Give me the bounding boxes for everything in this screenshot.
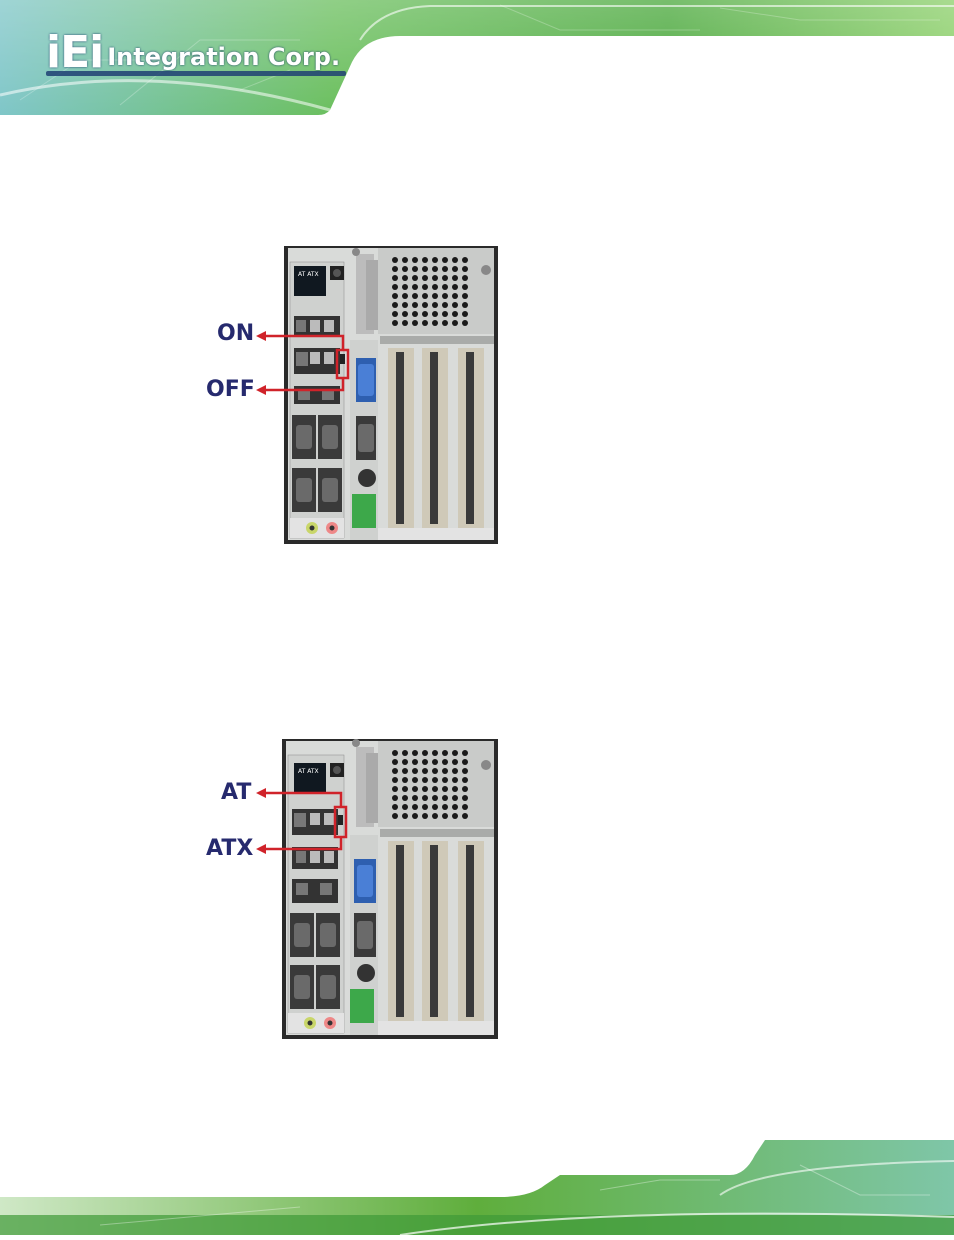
label-at: AT bbox=[221, 781, 251, 805]
footer-banner bbox=[0, 1135, 954, 1235]
chassis-rear-panel-image: AT ATX bbox=[0, 735, 954, 1055]
page-footer bbox=[0, 1135, 954, 1235]
figure-at-atx-mode: AT ATX bbox=[0, 735, 954, 1055]
figure-switch-on-off: AT ATX bbox=[0, 240, 954, 560]
label-atx: ATX bbox=[206, 837, 253, 861]
label-off: OFF bbox=[206, 378, 255, 402]
chassis-rear-panel-image: AT ATX bbox=[0, 240, 954, 560]
svg-text:AT ATX: AT ATX bbox=[298, 271, 319, 278]
label-on: ON bbox=[217, 322, 254, 346]
svg-text:AT ATX: AT ATX bbox=[298, 768, 319, 775]
page-header: iEi Integration Corp. bbox=[0, 0, 954, 115]
logo-text: Integration Corp. bbox=[107, 43, 340, 71]
logo-mark: iEi bbox=[46, 31, 103, 75]
company-logo: iEi Integration Corp. bbox=[46, 28, 340, 78]
